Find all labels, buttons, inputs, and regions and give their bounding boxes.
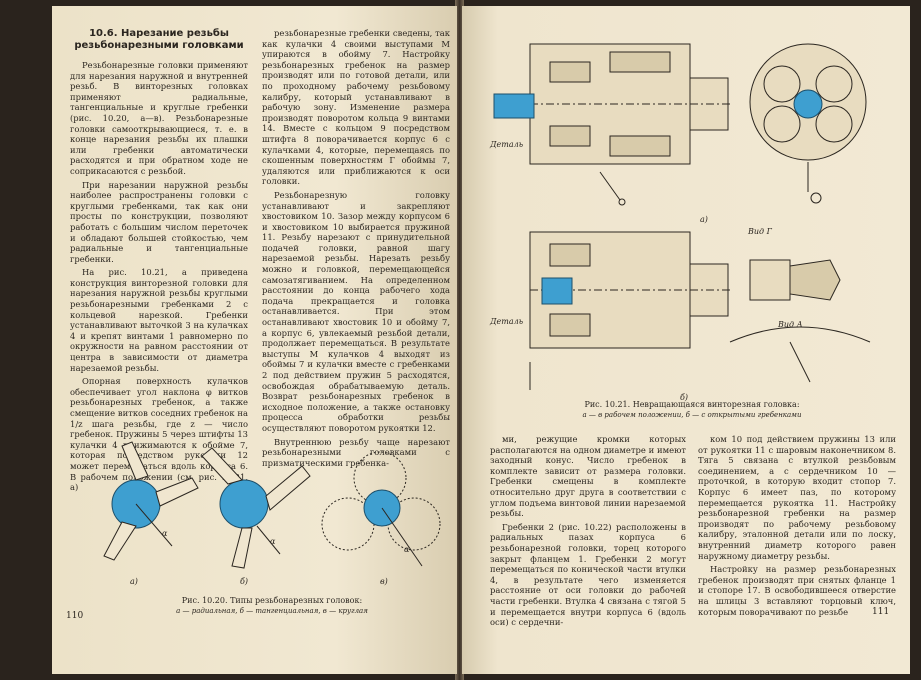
vid-a-end-view (749, 43, 867, 204)
fig-label-a: а) (130, 577, 138, 586)
fig-10-20-subtitle: а — радиальная, б — тангенциальная, в — … (176, 607, 368, 615)
fig-label-c: в) (380, 577, 388, 586)
left-page: 10.6. Нарезание резьбы резьбонарезными г… (52, 6, 457, 674)
page-number-right: 111 (872, 607, 890, 617)
paragraph: Резьбонарезные головки применяют для нар… (70, 60, 248, 176)
detail-label-b: Деталь (489, 317, 523, 326)
fig-10-21-caption: Рис. 10.21. Невращающаяся винторезная го… (522, 400, 862, 420)
fig-10-21-b-section (529, 231, 730, 390)
alpha-label-c: α (404, 545, 410, 554)
fig-label-b: б) (240, 577, 248, 586)
vid-g-label: Вид Г (747, 227, 773, 236)
paragraph: Опорная поверхность кулачков обеспечивае… (70, 376, 248, 493)
alpha-label-b: α (270, 537, 276, 546)
right-col2-paragraphs: ком 10 под действием пружины 13 или от р… (698, 434, 896, 617)
fig-a-radial (103, 441, 199, 561)
paragraph: При нарезании наружной резьбы наиболее р… (70, 179, 248, 264)
book-spine (455, 0, 464, 680)
vid-g-view (729, 259, 871, 383)
right-column-1: ми, режущие кромки которых располагаются… (490, 434, 686, 631)
fig-10-21-label-b: б) (680, 393, 688, 402)
fig-10-20-caption: Рис. 10.20. Типы резьбонарезных головок:… (142, 596, 402, 616)
fig-10-21-title: Рис. 10.21. Невращающаяся винторезная го… (584, 400, 800, 409)
left-column-2: резьбонарезные гребенки сведены, так как… (262, 28, 450, 471)
figure-10-21: Деталь а) Деталь б) (489, 43, 871, 402)
fig-10-21-subtitle: а — в рабочем положении, б — с открытыми… (582, 411, 802, 419)
right-col1-paragraphs: ми, режущие кромки которых располагаются… (490, 434, 686, 628)
vid-a-label: Вид А (777, 320, 803, 329)
left-col1-paragraphs: Резьбонарезные головки применяют для нар… (70, 60, 248, 493)
paragraph: Внутреннюю резьбу чаще нарезают резьбона… (262, 436, 450, 468)
page-number-left: 110 (66, 611, 84, 621)
paragraph: На рис. 10.21, а приведена конструкция в… (70, 267, 248, 373)
fig-10-21-a-section (493, 43, 730, 206)
figure-10-20: а) б) в) α α α (103, 441, 441, 586)
detail-label-a: Деталь (489, 140, 523, 149)
paragraph: ми, режущие кромки которых располагаются… (490, 434, 686, 519)
fig-10-21-label-a: а) (700, 215, 708, 224)
right-column-2: ком 10 под действием пружины 13 или от р… (698, 434, 896, 620)
left-column-1: 10.6. Нарезание резьбы резьбонарезными г… (70, 28, 248, 496)
section-title: 10.6. Нарезание резьбы резьбонарезными г… (74, 28, 244, 51)
fig-c-circular (321, 451, 441, 567)
paragraph: Гребенки 2 (рис. 10.22) расположены в ра… (490, 521, 686, 628)
paragraph: Резьбонарезную головку устанавливают и з… (262, 189, 450, 433)
paragraph: резьбонарезные гребенки сведены, так как… (262, 28, 450, 187)
fig-b-tangential (201, 447, 311, 569)
left-col2-paragraphs: резьбонарезные гребенки сведены, так как… (262, 28, 450, 468)
alpha-label-a: α (162, 529, 168, 538)
right-page: Деталь а) Деталь б) (462, 6, 910, 674)
paragraph: Настройку на размер резьбонарезных гребе… (698, 564, 896, 617)
paragraph: ком 10 под действием пружины 13 или от р… (698, 434, 896, 561)
fig-10-20-title: Рис. 10.20. Типы резьбонарезных головок: (181, 596, 363, 605)
